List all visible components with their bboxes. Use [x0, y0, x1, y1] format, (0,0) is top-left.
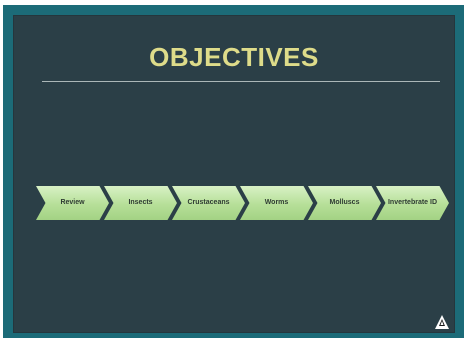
chevron-invertebrate-id: Invertebrate ID [376, 186, 449, 220]
slide-panel: OBJECTIVES Review Insects Crustaceans Wo… [13, 15, 455, 333]
slide-frame: OBJECTIVES Review Insects Crustaceans Wo… [3, 5, 464, 338]
title-divider [42, 81, 440, 82]
chevron-insects: Insects [104, 186, 177, 220]
chevron-crustaceans: Crustaceans [172, 186, 245, 220]
process-chevron-row: Review Insects Crustaceans Worms Mollusc… [36, 186, 450, 220]
mountain-logo-icon [435, 315, 449, 329]
chevron-molluscs: Molluscs [308, 186, 381, 220]
chevron-review: Review [36, 186, 109, 220]
chevron-worms: Worms [240, 186, 313, 220]
slide-title: OBJECTIVES [149, 42, 319, 72]
